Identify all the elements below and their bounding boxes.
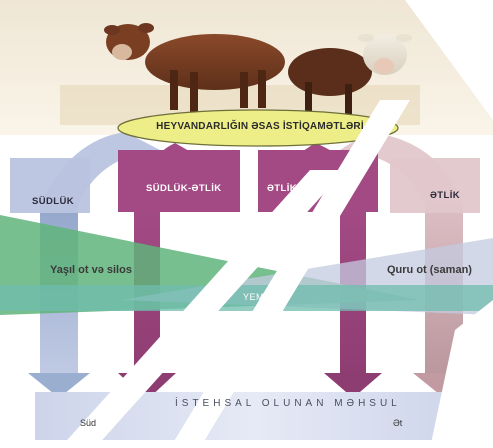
direction-label-sudluk-etlik: SÜDLÜK-ƏTLİK <box>146 183 222 194</box>
feed-label-yem: YEM <box>243 292 265 302</box>
title-oval <box>117 109 399 147</box>
box-etlik <box>390 158 480 213</box>
direction-label-etlik-sudluk: ƏTLİK-SÜDLÜK <box>267 183 343 194</box>
direction-label-sudluk: SÜDLÜK <box>32 196 74 207</box>
feed-label-green: Yaşıl ot və silos <box>50 264 132 276</box>
brown-cow-image <box>104 23 285 112</box>
feed-wedges <box>0 215 493 315</box>
white-cow-image <box>288 34 412 114</box>
yem-band <box>0 285 493 311</box>
diagram-title: HEYVANDARLIĞIN ƏSAS İSTİQAMƏTLƏRİ <box>156 121 364 132</box>
product-label-milk: Süd <box>80 418 97 428</box>
box-sudluk-etlik <box>118 150 240 212</box>
overlay-strokes <box>60 0 493 448</box>
feed-label-dry: Quru ot (saman) <box>387 264 472 276</box>
box-sudluk <box>10 158 90 213</box>
direction-label-etlik: ƏTLİK <box>430 190 461 201</box>
product-label-meat: Ət <box>393 418 403 428</box>
products-title: İSTEHSAL OLUNAN MƏHSUL <box>175 398 401 409</box>
